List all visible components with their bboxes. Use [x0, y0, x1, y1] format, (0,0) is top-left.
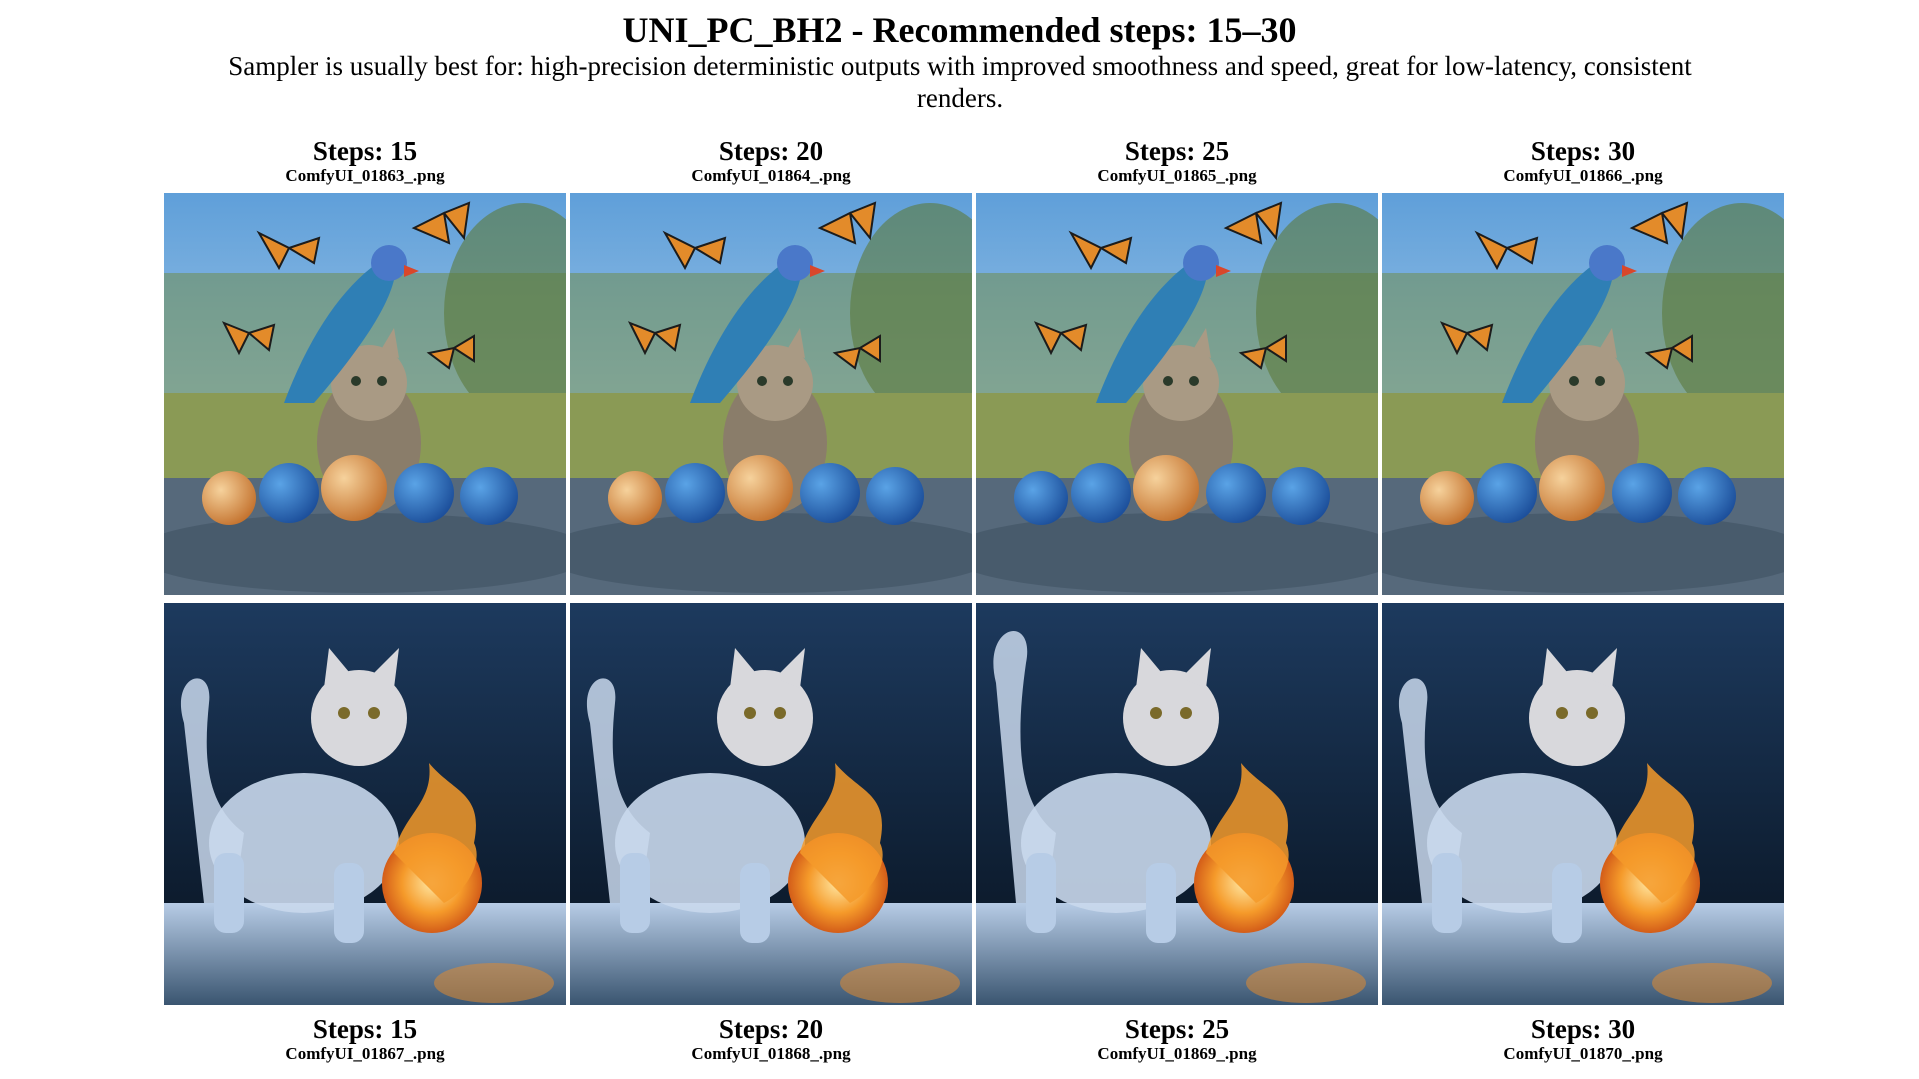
cat-parrot-illustration: [1382, 193, 1784, 595]
image-ice-cat-1: [164, 603, 566, 1005]
ice-cat-illustration: [570, 603, 972, 1005]
ice-cat-illustration: [164, 603, 566, 1005]
image-ice-cat-2: [570, 603, 972, 1005]
image-cat-parrot-1: [164, 193, 566, 595]
cat-parrot-illustration: [570, 193, 972, 595]
steps-label: Steps: 25: [1124, 136, 1230, 166]
file-name: ComfyUI_01866_.png: [1503, 166, 1663, 185]
row1-label-3: Steps: 25 ComfyUI_01865_.png: [976, 136, 1378, 186]
image-ice-cat-4: [1382, 603, 1784, 1005]
cat-parrot-illustration: [976, 193, 1378, 595]
row2-label-3: Steps: 25 ComfyUI_01869_.png: [976, 1014, 1378, 1064]
page-subtitle: Sampler is usually best for: high-precis…: [228, 51, 1692, 113]
page-title: UNI_PC_BH2 - Recommended steps: 15–30: [622, 10, 1297, 50]
row1-label-4: Steps: 30 ComfyUI_01866_.png: [1382, 136, 1784, 186]
steps-label: Steps: 30: [1530, 136, 1636, 166]
ice-cat-illustration: [1382, 603, 1784, 1005]
steps-label: Steps: 25: [1124, 1014, 1230, 1044]
steps-label: Steps: 15: [312, 1014, 418, 1044]
image-cat-parrot-3: [976, 193, 1378, 595]
row2-label-4: Steps: 30 ComfyUI_01870_.png: [1382, 1014, 1784, 1064]
ice-cat-illustration: [976, 603, 1378, 1005]
image-cat-parrot-4: [1382, 193, 1784, 595]
file-name: ComfyUI_01870_.png: [1503, 1044, 1663, 1063]
row1-label-2: Steps: 20 ComfyUI_01864_.png: [570, 136, 972, 186]
file-name: ComfyUI_01867_.png: [285, 1044, 445, 1063]
row2-label-1: Steps: 15 ComfyUI_01867_.png: [164, 1014, 566, 1064]
file-name: ComfyUI_01865_.png: [1097, 166, 1257, 185]
image-ice-cat-3: [976, 603, 1378, 1005]
steps-label: Steps: 20: [718, 1014, 824, 1044]
cat-parrot-illustration: [164, 193, 566, 595]
row1-label-1: Steps: 15 ComfyUI_01863_.png: [164, 136, 566, 186]
file-name: ComfyUI_01869_.png: [1097, 1044, 1257, 1063]
file-name: ComfyUI_01868_.png: [691, 1044, 851, 1063]
image-cat-parrot-2: [570, 193, 972, 595]
file-name: ComfyUI_01863_.png: [285, 166, 445, 185]
file-name: ComfyUI_01864_.png: [691, 166, 851, 185]
steps-label: Steps: 15: [312, 136, 418, 166]
row2-label-2: Steps: 20 ComfyUI_01868_.png: [570, 1014, 972, 1064]
steps-label: Steps: 30: [1530, 1014, 1636, 1044]
steps-label: Steps: 20: [718, 136, 824, 166]
